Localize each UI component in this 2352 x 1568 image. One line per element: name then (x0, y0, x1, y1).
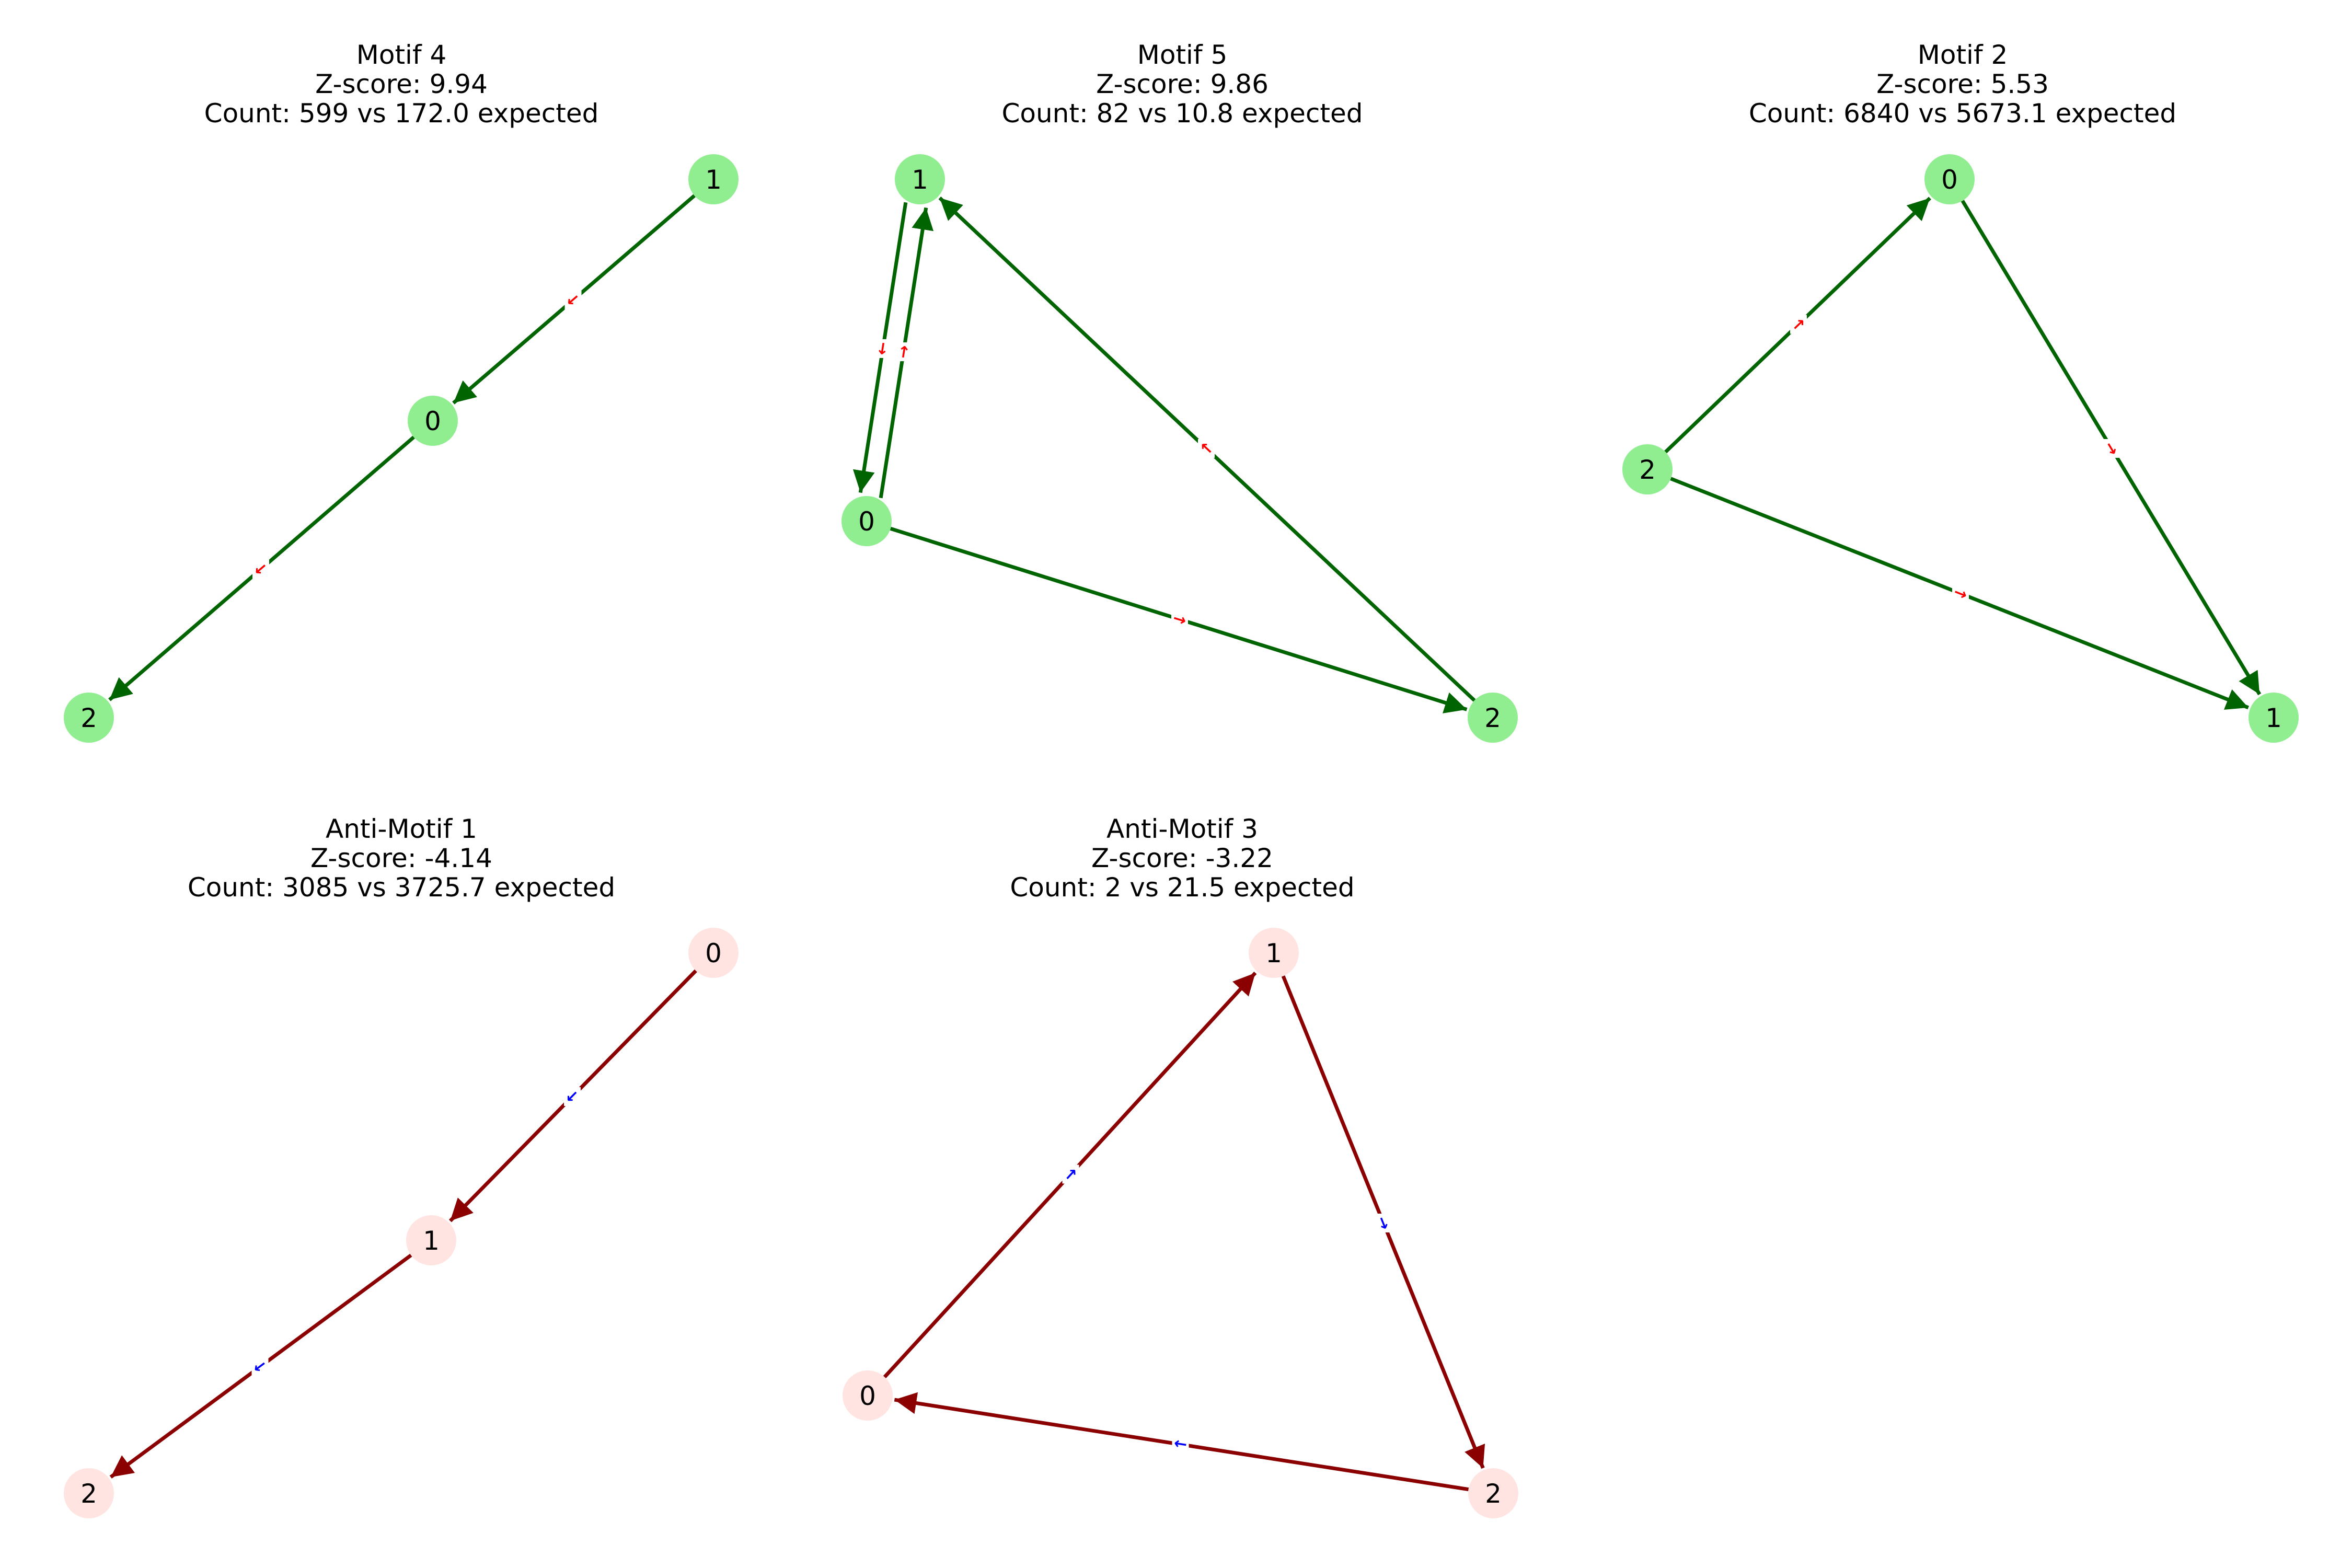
node-label: 2 (1485, 1479, 1502, 1509)
node-2 (1468, 693, 1518, 743)
edge-label-bg (2103, 439, 2120, 458)
nodes: 0 1 2 (64, 928, 739, 1518)
node-1 (406, 1215, 456, 1265)
panel-count: Count: 3085 vs 3725.7 expected (188, 872, 615, 903)
edges: →→→ (1664, 197, 2262, 710)
nodes: 0 1 2 (841, 154, 1518, 743)
node-label: 2 (1484, 703, 1501, 733)
edge-label-bg (874, 339, 892, 358)
edges: →→→→ (852, 197, 1476, 713)
panel-title: Motif 4 (356, 40, 447, 70)
node-label: 1 (423, 1226, 440, 1256)
node-label: 2 (80, 703, 97, 733)
node-0 (843, 1370, 893, 1421)
node-0 (1924, 154, 1975, 204)
edge-label: → (1172, 1434, 1188, 1454)
node-2 (1622, 444, 1673, 494)
node-2 (64, 1468, 114, 1518)
panel-count: Count: 599 vs 172.0 expected (204, 98, 599, 129)
node-label: 1 (912, 165, 928, 195)
node-label: 0 (424, 406, 441, 436)
node-label: 1 (2265, 703, 2282, 733)
edge-label-bg (251, 1357, 269, 1376)
panel-title: Anti-Motif 3 (1106, 814, 1258, 844)
edge-label-bg (1062, 1165, 1079, 1184)
panel-zscore: Z-score: 9.94 (315, 69, 488, 99)
node-label: 2 (1639, 455, 1656, 485)
edge-label-bg (1171, 610, 1188, 629)
edge-label-bg (1790, 315, 1807, 334)
node-label: 0 (1941, 165, 1958, 195)
edge-label-bg (252, 560, 269, 579)
edge-label-bg (895, 342, 912, 362)
node-2 (64, 693, 114, 743)
panel-title: Anti-Motif 1 (326, 814, 477, 844)
nodes: 0 1 2 (1622, 154, 2299, 743)
nodes: 0 1 2 (64, 154, 739, 743)
panel-zscore: Z-score: 9.86 (1096, 69, 1269, 99)
panel-title: Motif 5 (1137, 40, 1228, 70)
edge-label: → (894, 344, 914, 360)
node-1 (688, 154, 739, 204)
node-label: 2 (80, 1479, 97, 1509)
edge-label-bg (1198, 439, 1215, 458)
node-0 (841, 496, 892, 546)
edge-label-bg (1952, 584, 1969, 603)
node-1 (2249, 693, 2299, 743)
node-0 (688, 928, 739, 978)
panel-title: Motif 2 (1918, 40, 2008, 70)
node-label: 0 (705, 938, 722, 969)
panel-zscore: Z-score: -4.14 (310, 843, 492, 873)
edge-label-bg (564, 1087, 581, 1106)
node-label: 0 (859, 1381, 876, 1411)
nodes: 0 1 2 (843, 928, 1518, 1518)
panel-zscore: Z-score: -3.22 (1091, 843, 1273, 873)
node-0 (408, 396, 458, 446)
node-1 (895, 154, 945, 204)
panel-count: Count: 82 vs 10.8 expected (1001, 98, 1363, 129)
edge-label-bg (1172, 1435, 1189, 1454)
node-1 (1249, 928, 1299, 978)
edge-label-bg (1375, 1214, 1392, 1232)
node-label: 1 (705, 165, 722, 195)
node-label: 1 (1265, 938, 1282, 969)
edges: →→→ (883, 971, 1485, 1492)
node-label: 0 (858, 506, 875, 537)
node-2 (1468, 1468, 1518, 1518)
edge-label: → (873, 341, 893, 356)
panel-count: Count: 6840 vs 5673.1 expected (1749, 98, 2176, 129)
edge-label-bg (564, 291, 582, 309)
edges: →→ (108, 194, 696, 701)
panel-zscore: Z-score: 5.53 (1876, 69, 2049, 99)
edges: →→ (109, 969, 697, 1479)
panel-count: Count: 2 vs 21.5 expected (1010, 872, 1354, 903)
